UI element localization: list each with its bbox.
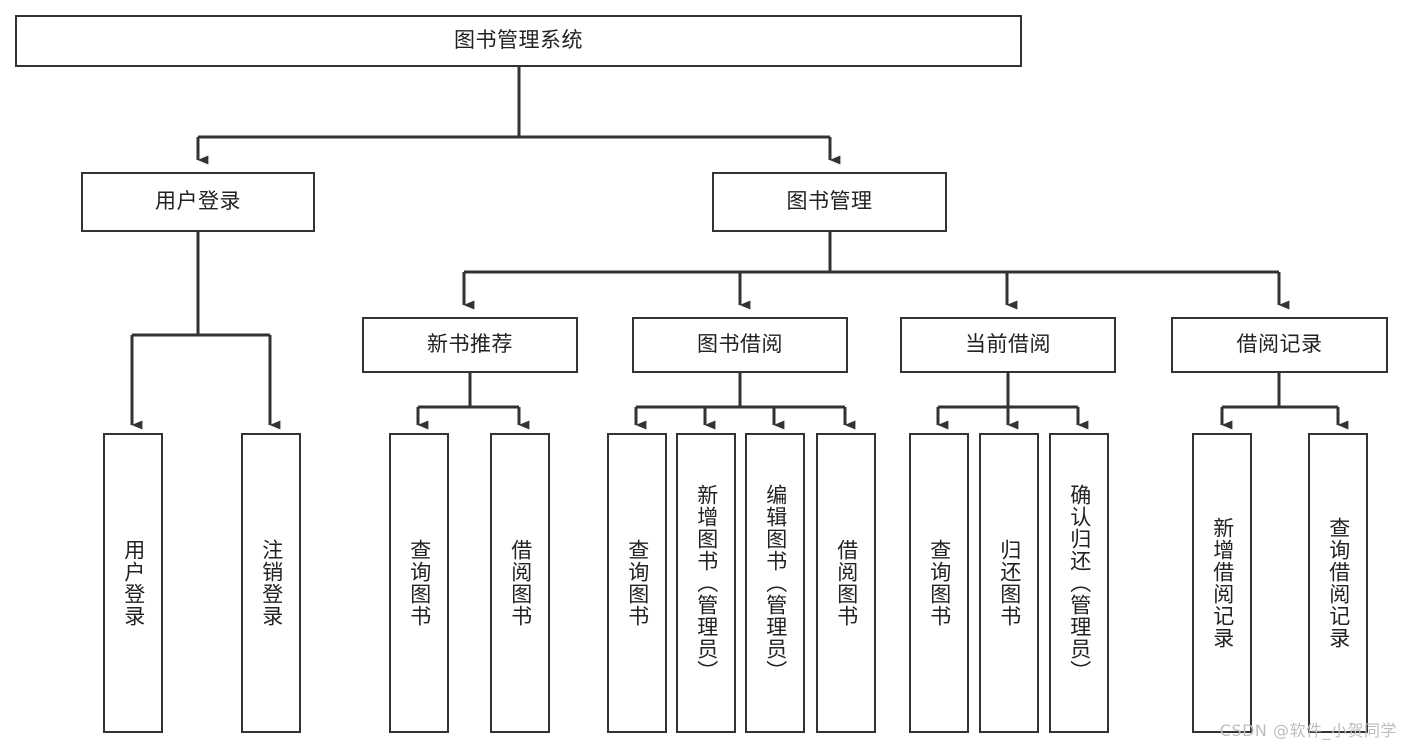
node-root-book-management-system[interactable]: 图书管理系统 <box>15 15 1022 67</box>
leaf-user-login[interactable]: 用户登录 <box>103 433 163 733</box>
node-label: 图书管理 <box>786 189 873 214</box>
node-book-borrowing[interactable]: 图书借阅 <box>632 317 848 373</box>
leaf-borrow-book[interactable]: 借阅图书 <box>816 433 876 733</box>
leaf-query-book-borrow[interactable]: 查询图书 <box>607 433 667 733</box>
node-label: 当前借阅 <box>965 332 1051 357</box>
node-label: 用户登录 <box>121 539 146 627</box>
node-label: 确认归还（管理员） <box>1067 484 1092 682</box>
leaf-query-book-recommend[interactable]: 查询图书 <box>389 433 449 733</box>
leaf-add-borrow-record[interactable]: 新增借阅记录 <box>1192 433 1252 733</box>
node-label: 注销登录 <box>259 539 284 627</box>
leaf-confirm-return-admin[interactable]: 确认归还（管理员） <box>1049 433 1109 733</box>
node-label: 查询图书 <box>625 539 650 627</box>
leaf-add-book-admin[interactable]: 新增图书（管理员） <box>676 433 736 733</box>
node-label: 归还图书 <box>997 539 1022 627</box>
node-label: 新书推荐 <box>427 332 513 357</box>
watermark-text: CSDN @软件_小贺同学 <box>1219 721 1397 740</box>
leaf-logout[interactable]: 注销登录 <box>241 433 301 733</box>
node-current-borrowing[interactable]: 当前借阅 <box>900 317 1116 373</box>
node-label: 图书借阅 <box>697 332 783 357</box>
node-label: 借阅图书 <box>834 539 859 627</box>
leaf-edit-book-admin[interactable]: 编辑图书（管理员） <box>745 433 805 733</box>
node-label: 查询图书 <box>927 539 952 627</box>
node-label: 编辑图书（管理员） <box>763 484 788 682</box>
node-new-book-recommendation[interactable]: 新书推荐 <box>362 317 578 373</box>
leaf-return-book[interactable]: 归还图书 <box>979 433 1039 733</box>
node-label: 借阅记录 <box>1236 332 1323 357</box>
node-label: 查询图书 <box>407 539 432 627</box>
node-label: 查询借阅记录 <box>1326 517 1351 649</box>
node-book-management[interactable]: 图书管理 <box>712 172 947 232</box>
leaf-query-borrow-record[interactable]: 查询借阅记录 <box>1308 433 1368 733</box>
leaf-borrow-book-recommend[interactable]: 借阅图书 <box>490 433 550 733</box>
node-label: 新增借阅记录 <box>1210 517 1235 649</box>
node-label: 图书管理系统 <box>454 28 583 53</box>
node-label: 新增图书（管理员） <box>694 484 719 682</box>
node-user-login[interactable]: 用户登录 <box>81 172 315 232</box>
node-label: 借阅图书 <box>508 539 533 627</box>
leaf-query-book-current[interactable]: 查询图书 <box>909 433 969 733</box>
node-borrowing-record[interactable]: 借阅记录 <box>1171 317 1388 373</box>
node-label: 用户登录 <box>155 189 241 214</box>
